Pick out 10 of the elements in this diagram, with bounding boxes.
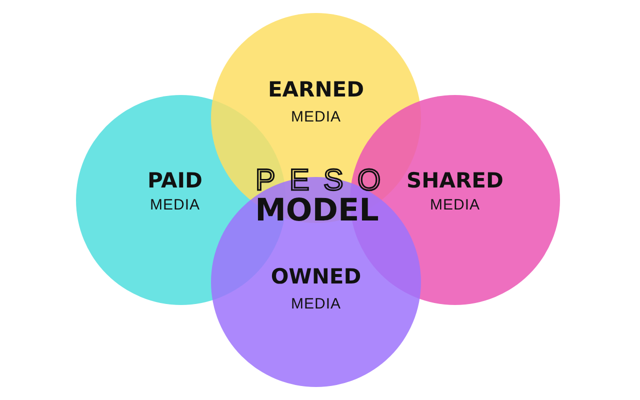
circle-title: EARNED [268,80,364,100]
circle-title: SHARED [406,170,504,192]
outlined-title: PESO [254,166,395,196]
circle-subtitle: MEDIA [150,198,200,212]
circle-subtitle: MEDIA [430,198,480,212]
circle-subtitle: MEDIA [291,110,341,124]
circle-subtitle: MEDIA [291,296,341,312]
circle-title: PAID [148,170,202,192]
center-title: MODEL [255,196,379,226]
circle-title: OWNED [270,266,362,288]
